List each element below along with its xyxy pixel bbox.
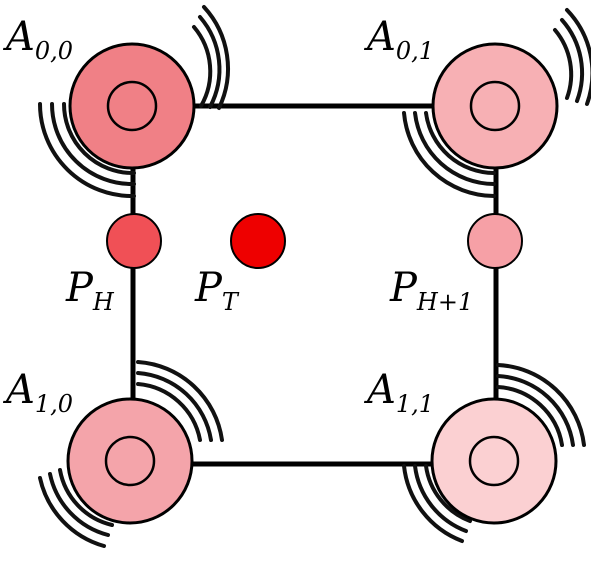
antenna-a10 xyxy=(66,397,194,525)
antenna-a01-inner xyxy=(469,80,521,132)
a01-wave-icon xyxy=(553,8,591,106)
a00-wave-lower-icon xyxy=(38,102,136,199)
antenna-a11 xyxy=(430,397,558,525)
point-ph xyxy=(106,213,162,269)
label-ph1: PH+1 xyxy=(389,265,473,316)
antenna-a01 xyxy=(431,42,559,170)
label-a10: A1,0 xyxy=(2,367,73,418)
antenna-a00 xyxy=(68,42,196,170)
a11-wave-lower-icon xyxy=(402,464,472,543)
signal-waves xyxy=(38,5,591,548)
point-pt xyxy=(230,213,286,269)
label-a11: A1,1 xyxy=(363,367,434,418)
label-a00: A0,0 xyxy=(2,14,73,65)
point-ph1 xyxy=(467,213,523,269)
a11-wave-icon xyxy=(496,363,586,447)
antenna-a00-inner xyxy=(106,80,158,132)
label-a01: A0,1 xyxy=(363,14,434,65)
antenna-a10-inner xyxy=(104,435,156,487)
label-ph: PH xyxy=(65,265,115,316)
a00-wave-icon xyxy=(192,5,230,110)
a01-wave-lower-icon xyxy=(402,111,496,198)
a10-wave-lower-icon xyxy=(38,468,114,548)
a10-wave-icon xyxy=(136,360,224,442)
label-pt: PT xyxy=(194,265,240,316)
antenna-a11-inner xyxy=(468,435,520,487)
grid-cell-frame xyxy=(130,103,499,467)
